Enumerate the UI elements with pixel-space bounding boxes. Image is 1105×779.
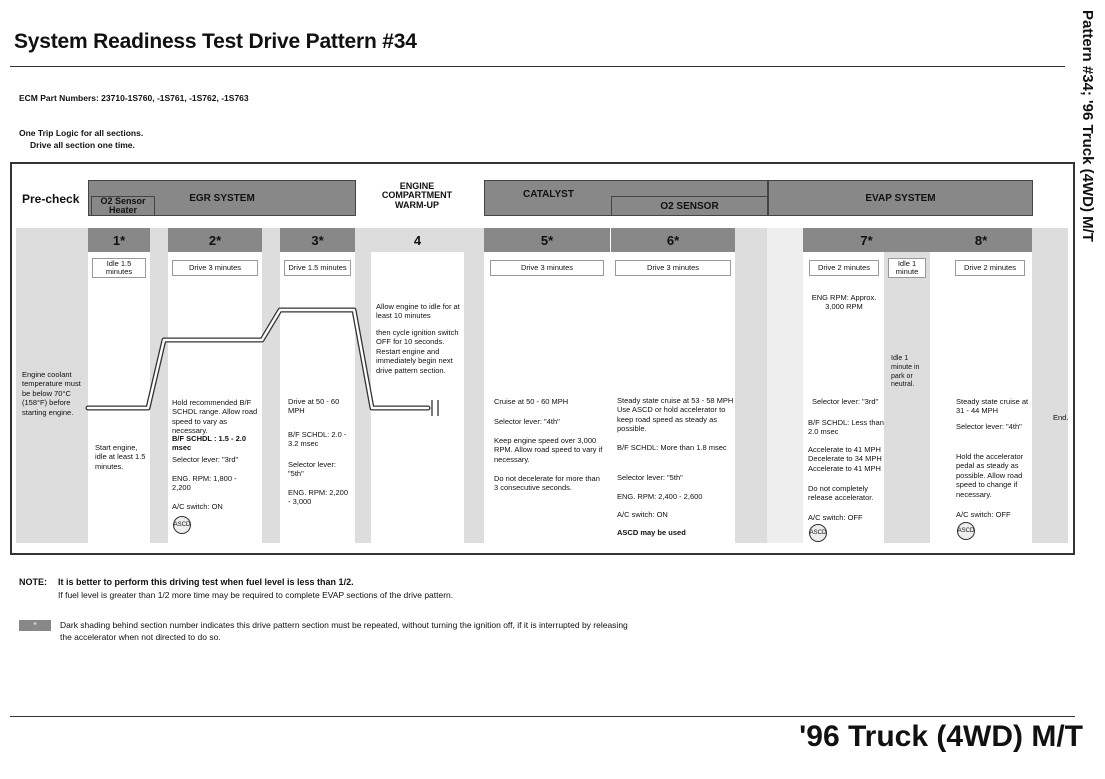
o2-heater-header: O2 Sensor Heater — [91, 196, 155, 216]
note-line2: If fuel level is greater than 1/2 more t… — [58, 590, 454, 600]
note-s5-speed: Keep engine speed over 3,000 RPM. Allow … — [494, 436, 603, 464]
note-s8-selector: Selector lever: "4th" — [956, 422, 1022, 431]
stripe-precheck — [16, 228, 88, 543]
note-s6-cruise: Steady state cruise at 53 - 58 MPH Use A… — [617, 396, 734, 434]
note-s2-ac: A/C switch: ON — [172, 502, 223, 511]
note-s6-selector: Selector lever: "5th" — [617, 473, 683, 482]
section-8: 8* — [930, 228, 1032, 252]
stripe-gap3 — [355, 228, 371, 543]
trip-logic-line2: Drive all section one time. — [30, 140, 135, 150]
section-6: 6* — [611, 228, 735, 252]
stripe-end — [1032, 228, 1068, 543]
box-s5: Drive 3 minutes — [490, 260, 604, 276]
note-s6-bfschdl: B/F SCHDL: More than 1.8 msec — [617, 443, 727, 452]
ecm-part-numbers: ECM Part Numbers: 23710-1S760, -1S761, -… — [19, 93, 249, 103]
ascd-off-icon-s8: ASCD — [957, 522, 975, 540]
box-s1: Idle 1.5 minutes — [92, 258, 146, 278]
section-1: 1* — [88, 228, 150, 252]
note-s8-cruise: Steady state cruise at 31 - 44 MPH — [956, 397, 1029, 416]
section-4: 4 — [371, 228, 464, 252]
note-line1: It is better to perform this driving tes… — [58, 577, 354, 587]
note-s3-rpm: ENG. RPM: 2,200 - 3,000 — [288, 488, 349, 507]
note-s4-idle: Allow engine to idle for at least 10 min… — [376, 302, 460, 321]
note-s7-idle: Idle 1 minute in park or neutral. — [891, 355, 920, 389]
box-s7: Drive 2 minutes — [809, 260, 879, 276]
evap-header-label: EVAP SYSTEM — [865, 192, 936, 204]
stripe-gap1 — [150, 228, 168, 543]
note-s1: Start engine, idle at least 1.5 minutes. — [95, 443, 146, 471]
stripe-gap6 — [767, 228, 803, 543]
section-7: 7* — [803, 228, 930, 252]
box-s2: Drive 3 minutes — [172, 260, 258, 276]
ascd-off-icon-s7: ASCD — [809, 524, 827, 542]
note-s3-drive: Drive at 50 - 60 MPH — [288, 397, 340, 416]
section-3: 3* — [280, 228, 355, 252]
title-divider — [10, 66, 1065, 67]
note-s8-pedal: Hold the accelerator pedal as steady as … — [956, 452, 1024, 499]
note-end: End. — [1053, 413, 1069, 422]
box-s8: Drive 2 minutes — [955, 260, 1025, 276]
note-s7-selector: Selector lever: "3rd" — [812, 397, 879, 406]
catalyst-header-label: CATALYST — [523, 189, 574, 200]
footer-divider — [10, 716, 1075, 717]
legend-swatch: * — [19, 620, 51, 631]
note-s6-ascd: ASCD may be used — [617, 528, 686, 537]
note-s2-bfschdl: B/F SCHDL : 1.5 - 2.0 msec — [172, 434, 247, 453]
note-s2-selector: Selector lever: "3rd" — [172, 455, 239, 464]
trip-logic-line1: One Trip Logic for all sections. — [19, 128, 144, 138]
stripe-gap5 — [735, 228, 767, 543]
egr-header-label: EGR SYSTEM — [189, 192, 255, 204]
note-s3-bfschdl: B/F SCHDL: 2.0 - 3.2 msec — [288, 430, 347, 449]
section-5: 5* — [484, 228, 610, 252]
box-s6: Drive 3 minutes — [615, 260, 731, 276]
stripe-gap2 — [262, 228, 280, 543]
stripe-gap4 — [464, 228, 484, 543]
footer-title: '96 Truck (4WD) M/T — [799, 720, 1083, 753]
note-s8-ac: A/C switch: OFF — [956, 510, 1011, 519]
note-s5-decel: Do not decelerate for more than 3 consec… — [494, 474, 600, 493]
note-s6-ac: A/C switch: ON — [617, 510, 668, 519]
note-s3-selector: Selector lever: "5th" — [288, 460, 336, 479]
o2-sensor-header: O2 SENSOR — [611, 196, 768, 216]
note-s7-release: Do not completely release accelerator. — [808, 484, 874, 503]
engine-warmup-header: ENGINE COMPARTMENT WARM-UP — [381, 181, 453, 210]
section-2: 2* — [168, 228, 262, 252]
ascd-off-icon-s2: ASCD — [173, 516, 191, 534]
legend-line1: Dark shading behind section number indic… — [60, 620, 628, 630]
note-s7-ac: A/C switch: OFF — [808, 513, 863, 522]
note-s7-bfschdl: B/F SCHDL: Less than 2.0 msec — [808, 418, 884, 437]
legend-line2: the accelerator when not directed to do … — [60, 632, 221, 642]
note-s6-rpm: ENG. RPM: 2,400 - 2,600 — [617, 492, 703, 501]
page-title: System Readiness Test Drive Pattern #34 — [14, 30, 417, 53]
note-s4-cycle: then cycle ignition switch OFF for 10 se… — [376, 328, 459, 375]
note-s5-cruise: Cruise at 50 - 60 MPH — [494, 397, 569, 406]
stripe-idle — [884, 228, 930, 543]
box-s7-idle: Idle 1 minute — [888, 258, 926, 278]
note-s2-rpm: ENG. RPM: 1,800 - 2,200 — [172, 474, 237, 493]
precheck-header: Pre-check — [22, 192, 80, 206]
note-s2-range: Hold recommended B/F SCHDL range. Allow … — [172, 398, 258, 436]
note-label: NOTE: — [19, 577, 47, 587]
evap-header: EVAP SYSTEM — [768, 180, 1033, 216]
note-s7-accel: Accelerate to 41 MPH Decelerate to 34 MP… — [808, 445, 882, 473]
note-precheck: Engine coolant temperature must be below… — [22, 370, 81, 417]
box-s3: Drive 1.5 minutes — [284, 260, 351, 276]
note-s7-rpm: ENG RPM: Approx. 3,000 RPM — [811, 293, 877, 312]
note-s5-selector: Selector lever: "4th" — [494, 417, 560, 426]
